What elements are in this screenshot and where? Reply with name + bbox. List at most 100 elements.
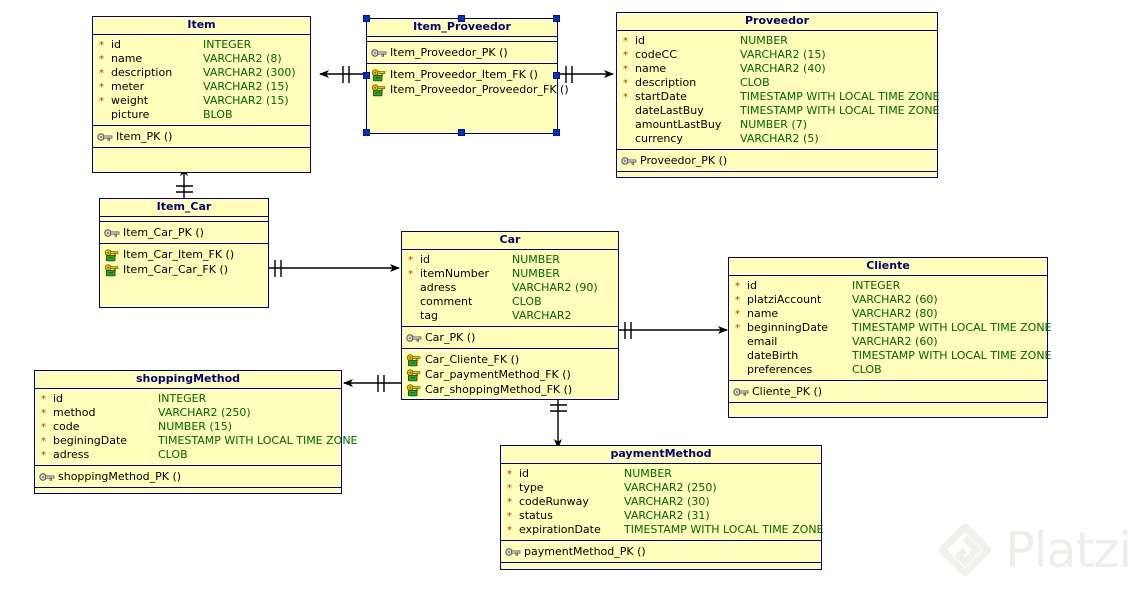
selection-handle-7[interactable] [553,129,560,136]
pk-marker: * [99,82,104,93]
primary-key-row[interactable]: Item_PK () [93,129,310,144]
foreign-key-row[interactable]: Car_Cliente_FK () [402,352,618,367]
foreign-key-icon [371,68,387,81]
selection-handle-3[interactable] [363,72,370,79]
pk-marker: * [41,394,46,405]
pk-marker: * [99,68,104,79]
foreign-key-label: Item_Car_Item_FK () [123,248,235,261]
foreign-key-row[interactable]: Item_Proveedor_Proveedor_FK () [367,82,569,97]
attribute-type: NUMBER [624,467,672,480]
primary-key-row[interactable]: paymentMethod_PK () [501,544,821,559]
relationship-item-car-to-car [269,260,400,277]
attribute-type: VARCHAR2 (40) [740,62,826,75]
entity-keys-paymentmethod: paymentMethod_PK () [501,541,821,563]
foreign-key-row[interactable]: Car_shoppingMethod_FK () [402,382,618,397]
primary-key-row[interactable]: Item_Proveedor_PK () [367,45,557,60]
attribute-type: VARCHAR2 (15) [203,80,289,93]
attribute-name: startDate [635,90,687,103]
attribute-type: CLOB [852,363,882,376]
key-icon [733,386,749,398]
attribute-name: weight [111,94,149,107]
attribute-name: type [519,481,544,494]
attribute-name: id [519,467,530,480]
selection-handle-2[interactable] [553,15,560,22]
entity-foreign-keys-car: Car_Cliente_FK ()Car_paymentMethod_FK ()… [402,349,618,400]
primary-key-row[interactable]: Proveedor_PK () [617,153,937,168]
primary-key-row[interactable]: shoppingMethod_PK () [35,469,341,484]
pk-marker: * [623,64,628,75]
pk-marker: * [507,497,512,508]
relationship-car-to-paymentmethod [550,400,567,449]
attribute-name: name [635,62,667,75]
attribute-type: NUMBER (15) [158,420,232,433]
selection-handle-5[interactable] [363,129,370,136]
pk-marker: * [507,511,512,522]
foreign-key-row[interactable]: Item_Car_Car_FK () [100,262,268,277]
pk-marker: * [507,483,512,494]
primary-key-label: Item_Proveedor_PK () [390,46,508,59]
selection-handle-1[interactable] [458,15,465,22]
primary-key-label: paymentMethod_PK () [524,545,646,558]
attribute-type: CLOB [158,448,188,461]
primary-key-row[interactable]: Car_PK () [402,330,618,345]
pk-marker: * [507,469,512,480]
foreign-key-label: Car_shoppingMethod_FK () [425,383,573,396]
attribute-type: TIMESTAMP WITH LOCAL TIME ZONE [740,104,940,117]
attribute-type: VARCHAR2 (31) [624,509,710,522]
pk-marker: * [623,36,628,47]
selection-handle-6[interactable] [458,129,465,136]
attribute-type: CLOB [512,295,542,308]
primary-key-row[interactable]: Item_Car_PK () [100,225,268,240]
foreign-key-row[interactable]: Item_Proveedor_Item_FK () [367,67,557,82]
selection-handle-0[interactable] [363,15,370,22]
attribute-name: code [53,420,80,433]
attribute-type: BLOB [203,108,233,121]
primary-key-label: Cliente_PK () [752,385,823,398]
attribute-type: INTEGER [852,279,901,292]
entity-title-cliente: Cliente [729,258,1047,276]
pk-marker: * [735,323,740,334]
relationship-car-to-cliente [619,322,728,339]
pk-marker: * [41,450,46,461]
primary-key-label: Car_PK () [425,331,476,344]
attribute-name: adress [420,281,457,294]
attribute-type: TIMESTAMP WITH LOCAL TIME ZONE [852,321,1052,334]
entity-title-paymentmethod: paymentMethod [501,446,821,464]
foreign-key-icon [104,263,120,276]
entity-title-item_car: Item_Car [100,199,268,217]
attribute-name: id [420,253,431,266]
primary-key-row[interactable]: Cliente_PK () [729,384,1047,399]
attribute-name: meter [111,80,145,93]
entity-keys-item_car: Item_Car_PK () [100,222,268,244]
entity-foreign-keys-item_car: Item_Car_Item_FK ()Item_Car_Car_FK () [100,244,268,280]
foreign-key-row[interactable]: Item_Car_Item_FK () [100,247,268,262]
selection-handle-4[interactable] [553,72,560,79]
platzi-wordmark: Platzi [1005,521,1132,579]
attribute-type: VARCHAR2 (5) [740,132,819,145]
attribute-name: id [111,38,122,51]
attribute-name: email [747,335,778,348]
attribute-name: id [635,34,646,47]
foreign-key-row[interactable]: Car_paymentMethod_FK () [402,367,618,382]
entity-title-shoppingmethod: shoppingMethod [35,371,341,389]
